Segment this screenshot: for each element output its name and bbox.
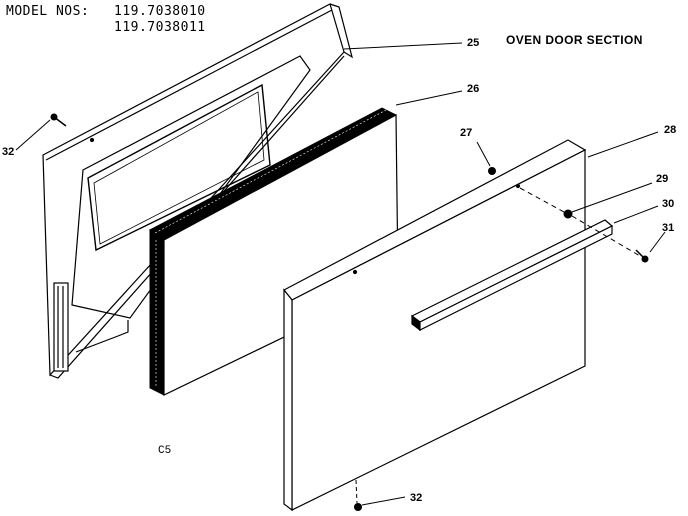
handle-trim bbox=[410, 219, 614, 332]
callout-25: 25 bbox=[467, 37, 480, 49]
model-number-1: 119.7038010 bbox=[114, 4, 206, 19]
inner-door-liner bbox=[42, 3, 353, 379]
callout-32-top: 32 bbox=[2, 146, 15, 158]
washer-29-icon bbox=[563, 209, 573, 219]
leader-lines bbox=[15, 42, 666, 506]
model-number-2: 119.7038011 bbox=[114, 20, 206, 35]
screw-32-bottom-icon bbox=[354, 503, 362, 511]
callout-27: 27 bbox=[460, 127, 473, 139]
callout-30: 30 bbox=[662, 198, 675, 210]
outer-door-panel bbox=[283, 139, 587, 512]
hardware bbox=[50, 113, 649, 511]
callout-29: 29 bbox=[656, 173, 669, 185]
callout-31: 31 bbox=[662, 222, 675, 234]
screw-27-icon bbox=[488, 167, 496, 175]
model-prefix: MODEL NOS: bbox=[6, 4, 90, 19]
callout-28: 28 bbox=[664, 124, 677, 136]
callout-32-bottom: 32 bbox=[410, 492, 423, 504]
section-title: OVEN DOOR SECTION bbox=[506, 33, 643, 47]
callout-26: 26 bbox=[467, 83, 480, 95]
page-code: C5 bbox=[158, 445, 172, 457]
